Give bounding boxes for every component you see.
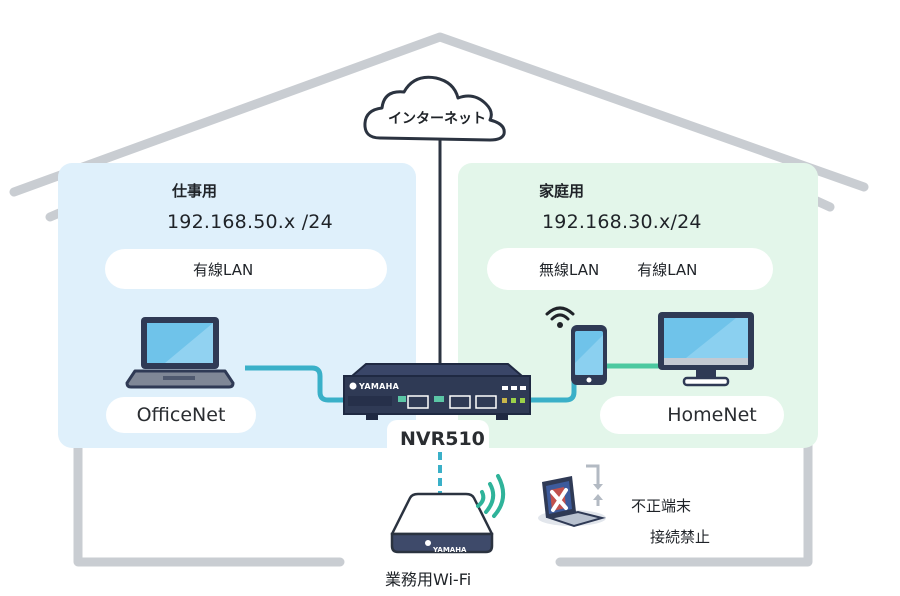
home-zone-title: 家庭用 bbox=[539, 182, 585, 200]
home-connection-wireless: 無線LAN bbox=[539, 260, 600, 279]
home-zone-subnet: 192.168.30.x/24 bbox=[542, 211, 702, 233]
home-connection-pill: 無線LAN 有線LAN bbox=[487, 248, 773, 290]
access-point-label: 業務用Wi-Fi bbox=[385, 570, 472, 589]
router-model: NVR510 bbox=[400, 428, 485, 450]
homenet-label: HomeNet bbox=[667, 404, 757, 426]
access-point-brand: YAMAHA bbox=[433, 546, 467, 554]
router-icon bbox=[343, 363, 531, 420]
laptop-icon bbox=[125, 317, 235, 389]
wifi-icon bbox=[545, 306, 575, 328]
router-brand: YAMAHA bbox=[359, 382, 400, 391]
access-point-icon bbox=[390, 492, 494, 554]
wifi-waves-icon bbox=[476, 474, 506, 518]
blocked-device-line2: 接続禁止 bbox=[650, 528, 711, 546]
monitor-icon bbox=[658, 312, 754, 387]
smartphone-icon bbox=[571, 325, 607, 385]
work-connection-pill: 有線LAN bbox=[105, 249, 387, 289]
work-link bbox=[245, 365, 348, 403]
internet-label: インターネット bbox=[388, 111, 486, 127]
homenet-pill: HomeNet bbox=[600, 396, 784, 434]
work-zone-subnet: 192.168.50.x /24 bbox=[167, 211, 333, 233]
blocked-device-line1: 不正端末 bbox=[631, 497, 692, 515]
officenet-label: OfficeNet bbox=[136, 404, 226, 426]
work-connection-wired: 有線LAN bbox=[193, 260, 254, 279]
home-link-phone bbox=[526, 378, 577, 403]
officenet-pill: OfficeNet bbox=[106, 397, 256, 433]
cloud-icon bbox=[363, 75, 506, 142]
blocked-laptop-icon bbox=[538, 464, 606, 528]
work-zone-title: 仕事用 bbox=[172, 182, 218, 200]
home-connection-wired: 有線LAN bbox=[637, 260, 698, 279]
